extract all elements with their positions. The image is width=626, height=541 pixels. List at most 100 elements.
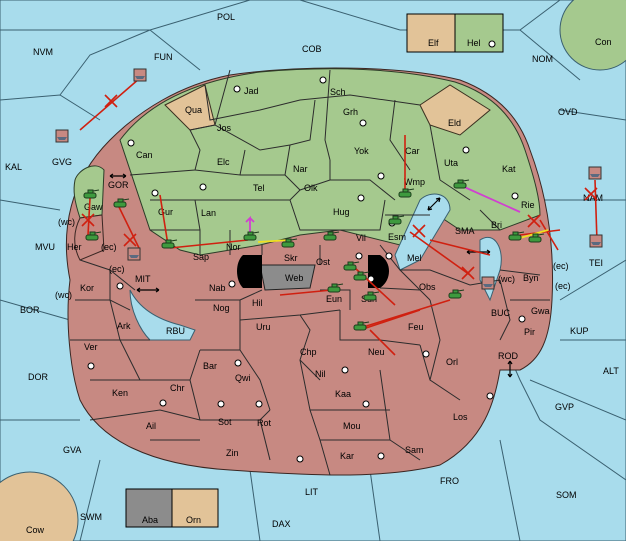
army-unit-icon[interactable] <box>448 289 465 299</box>
order-arrow <box>79 77 141 131</box>
failed-x-icon <box>584 187 598 201</box>
sea-label-alt: ALT <box>603 366 619 376</box>
sea-label-swm: SWM <box>80 512 102 522</box>
failed-x-icon <box>81 213 95 227</box>
supply-center-icon <box>87 362 95 370</box>
supply-center-icon <box>486 392 494 400</box>
order-arrow <box>117 204 141 251</box>
army-unit-icon[interactable] <box>85 231 102 241</box>
sea-label-mit: MIT <box>135 274 151 284</box>
land-label-chr: Chr <box>170 383 185 393</box>
land-label-qua: Qua <box>185 105 202 115</box>
support-arrow <box>461 185 521 213</box>
army-unit-icon[interactable] <box>388 215 405 225</box>
order-arrow <box>369 329 396 356</box>
army-unit-icon[interactable] <box>528 233 545 243</box>
army-unit-icon[interactable] <box>113 198 130 208</box>
supply-center-icon <box>233 85 241 93</box>
supply-center-icon <box>518 315 526 323</box>
supply-center-icon <box>199 183 207 191</box>
army-unit-icon[interactable] <box>243 231 260 241</box>
sea-label-fun: FUN <box>154 52 173 62</box>
army-unit-icon[interactable] <box>323 231 340 241</box>
sea-label-pol: POL <box>217 12 235 22</box>
land-label-mou: Mou <box>343 421 361 431</box>
fleet-unit-icon[interactable] <box>589 234 603 248</box>
fleet-unit-icon[interactable] <box>55 129 69 143</box>
legend-elf: Elf <box>428 38 439 48</box>
land-label-gwa: Gwa <box>531 306 550 316</box>
bidirectional-arrow-icon <box>136 287 160 293</box>
supply-center-icon <box>217 400 225 408</box>
land-label-jos: Jos <box>217 123 232 133</box>
supply-center-icon <box>234 359 242 367</box>
army-unit-icon[interactable] <box>398 188 415 198</box>
fleet-unit-icon[interactable] <box>481 276 495 290</box>
sea-label-rbu: RBU <box>166 326 185 336</box>
army-unit-icon[interactable] <box>83 189 100 199</box>
army-unit-icon[interactable] <box>453 179 470 189</box>
sea-label-nvm: NVM <box>33 47 53 57</box>
sea-labels: POL FUN NVM COB NOM Con OVD KAL GVG GOR … <box>5 12 619 535</box>
order-arrow <box>429 239 491 256</box>
failed-x-icon <box>527 214 541 228</box>
support-arrow <box>245 215 255 232</box>
land-label-skr: Skr <box>284 253 298 263</box>
land-label-wc1: (wc) <box>58 217 75 227</box>
land-label-kor: Kor <box>80 283 94 293</box>
legend-top: Elf Hel <box>406 13 504 53</box>
army-unit-icon[interactable] <box>343 261 360 271</box>
army-unit-icon[interactable] <box>353 321 370 331</box>
supply-center-icon <box>385 252 393 260</box>
order-arrow <box>87 197 91 236</box>
fleet-unit-icon[interactable] <box>588 166 602 180</box>
fleet-unit-icon[interactable] <box>133 68 147 82</box>
land-label-ken: Ken <box>112 388 128 398</box>
sea-label-rod: ROD <box>498 351 519 361</box>
land-label-ec3: (ec) <box>109 264 125 274</box>
sea-label-dax: DAX <box>272 519 291 529</box>
failed-x-icon <box>461 266 475 280</box>
order-arrow <box>359 309 421 331</box>
legend-hel: Hel <box>467 38 481 48</box>
supply-center-icon <box>355 252 363 260</box>
supply-center-icon <box>159 399 167 407</box>
army-unit-icon[interactable] <box>353 271 370 281</box>
army-unit-icon[interactable] <box>161 239 178 249</box>
army-unit-icon[interactable] <box>363 291 380 301</box>
sea-label-sma: SMA <box>455 226 475 236</box>
land-label-kat: Kat <box>502 164 516 174</box>
land-label-feu: Feu <box>408 322 424 332</box>
land-labels: Jad Sch Qua Jos Grh Eld Can Yok Car Uta … <box>55 86 571 461</box>
units <box>55 68 603 331</box>
army-unit-icon[interactable] <box>508 231 525 241</box>
sea-label-cow: Cow <box>26 525 45 535</box>
failed-order-marks <box>81 94 598 280</box>
land-label-kar: Kar <box>340 451 354 461</box>
sea-label-dor: DOR <box>28 372 49 382</box>
support-arrow <box>257 239 291 243</box>
land-label-zin: Zin <box>226 448 239 458</box>
land-label-ail: Ail <box>146 421 156 431</box>
fleet-unit-icon[interactable] <box>127 247 141 261</box>
land-label-wmp: Wmp <box>404 177 425 187</box>
land-label-orl: Orl <box>446 357 458 367</box>
army-unit-icon[interactable] <box>281 238 298 248</box>
land-label-obs: Obs <box>419 282 436 292</box>
land-label-nog: Nog <box>213 303 230 313</box>
sea-label-con: Con <box>595 37 612 47</box>
order-arrow <box>279 289 333 296</box>
order-arrow <box>169 239 249 249</box>
sea-label-nom: NOM <box>532 54 553 64</box>
land-label-tel: Tel <box>253 183 265 193</box>
land-label-olk: Olk <box>304 183 318 193</box>
land-label-nil: Nil <box>315 369 326 379</box>
sea-label-kup: KUP <box>570 326 589 336</box>
army-unit-icon[interactable] <box>327 283 344 293</box>
land-label-qwi: Qwi <box>235 373 251 383</box>
supply-center-icon <box>341 366 349 374</box>
land-label-can: Can <box>136 150 153 160</box>
land-label-nab: Nab <box>209 283 226 293</box>
land-label-uta: Uta <box>444 158 458 168</box>
